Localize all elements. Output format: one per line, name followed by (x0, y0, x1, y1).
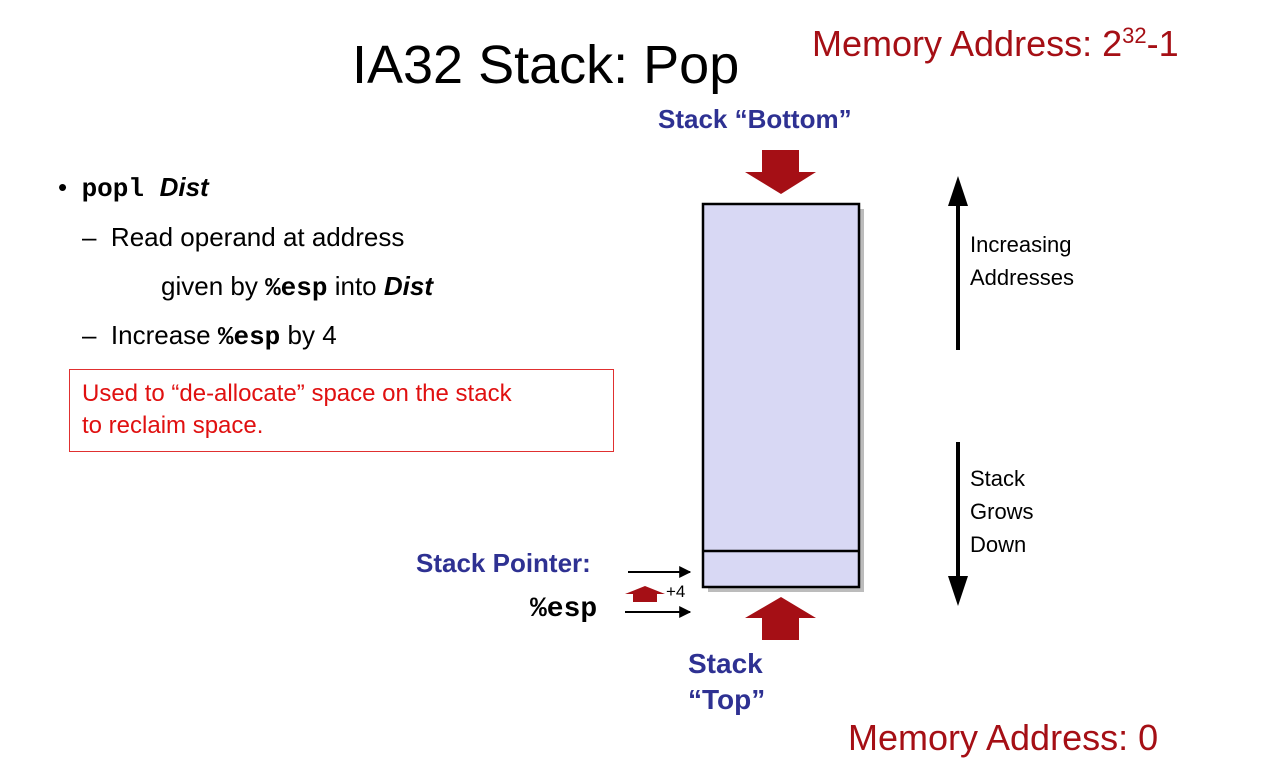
page-title: IA32 Stack: Pop (352, 35, 740, 95)
stack-top-label: Stack “Top” (688, 646, 765, 718)
note-line2: to reclaim space. (82, 412, 264, 439)
by4-text: by 4 (280, 320, 337, 350)
esp-code-2: %esp (217, 322, 281, 352)
stack-grows-down-line1: Stack (970, 466, 1026, 491)
dash: – (82, 320, 111, 350)
esp-code: %esp (265, 273, 328, 303)
memory-address-top-prefix: Memory Address: 2 (812, 23, 1123, 64)
stack-grows-down-line2: Grows (970, 499, 1034, 524)
stack-top-arrow (745, 597, 816, 640)
note-line1: Used to “de-allocate” space on the stack (82, 380, 512, 407)
increment-arrow (625, 586, 665, 602)
increasing-addresses-arrowhead (948, 176, 968, 206)
stack-pointer-label: Stack Pointer: (416, 548, 591, 578)
dist-operand-2: Dist (383, 271, 433, 301)
esp-register-label: %esp (530, 594, 598, 625)
sub-bullet-read: – Read operand at address (82, 222, 404, 253)
stack-top-label-line2: “Top” (688, 684, 766, 715)
increase-text: Increase (110, 320, 218, 350)
sub-bullet-increase: – Increase %esp by 4 (82, 320, 337, 352)
memory-address-bottom: Memory Address: 0 (848, 717, 1159, 758)
stack-bottom-arrow (745, 150, 816, 194)
increment-label: +4 (666, 582, 686, 601)
bullet-main: • popl Dist (58, 172, 209, 204)
bullet-dot: • (58, 172, 82, 202)
increasing-addresses-label: Increasing Addresses (970, 228, 1074, 294)
popl-code: popl (81, 174, 144, 204)
dash: – (82, 222, 111, 252)
given-by-text: given by (161, 271, 266, 301)
increasing-addresses-line2: Addresses (970, 265, 1074, 290)
into-text: into (327, 271, 384, 301)
stack-grows-down-line3: Down (970, 532, 1027, 557)
memory-address-top: Memory Address: 232-1 (812, 23, 1179, 64)
stack-top-label-line1: Stack (688, 648, 763, 679)
grows-down-arrowhead (948, 576, 968, 606)
stack-body (701, 202, 861, 589)
increasing-addresses-line1: Increasing (970, 232, 1072, 257)
memory-address-top-suffix: -1 (1146, 23, 1179, 64)
memory-address-top-exponent: 32 (1122, 23, 1147, 48)
note-box: Used to “de-allocate” space on the stack… (69, 369, 614, 452)
stack-grows-down-label: Stack Grows Down (970, 462, 1034, 561)
stack-bottom-label: Stack “Bottom” (658, 104, 852, 134)
dist-operand: Dist (159, 172, 209, 202)
sub-bullet-read-cont: given by %esp into Dist (161, 271, 433, 303)
sub-bullet-read-text: Read operand at address (110, 222, 405, 252)
